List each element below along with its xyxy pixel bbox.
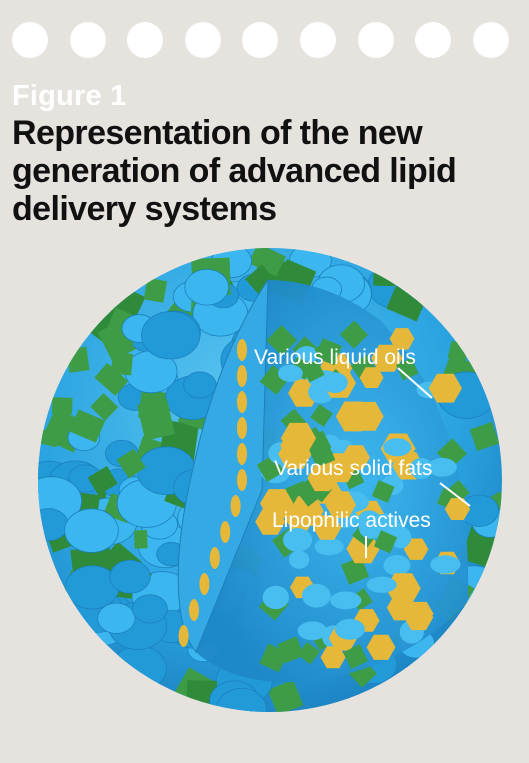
liquid-oil-droplet bbox=[65, 509, 119, 553]
lipophilic-active-particle bbox=[179, 625, 189, 647]
liquid-oil-droplet bbox=[314, 538, 343, 555]
liquid-oil-droplet bbox=[98, 603, 136, 633]
liquid-oil-droplet bbox=[322, 372, 347, 393]
solid-fat-particle bbox=[52, 397, 73, 414]
lipophilic-actives-label: Lipophilic actives bbox=[272, 509, 431, 532]
header-dot bbox=[415, 22, 451, 58]
solid-fat-particle bbox=[66, 347, 89, 373]
figure-label: Figure 1 bbox=[12, 80, 126, 113]
header-dot bbox=[70, 22, 106, 58]
header-dot-row bbox=[12, 22, 512, 60]
liquid-oil-droplet bbox=[141, 312, 199, 359]
lipophilic-active-particle bbox=[237, 365, 247, 387]
lipophilic-active-particle bbox=[237, 339, 247, 361]
lipophilic-active-particle bbox=[199, 573, 209, 595]
lipophilic-active-particle bbox=[237, 391, 247, 413]
lipophilic-active-particle bbox=[220, 521, 230, 543]
header-dot bbox=[300, 22, 336, 58]
solid-fat-particle bbox=[134, 530, 148, 549]
liquid-oil-droplet bbox=[430, 555, 460, 573]
lipid-particle-diagram: Various liquid oils Various solid fats L… bbox=[0, 240, 529, 763]
lipophilic-active-particle bbox=[231, 495, 241, 517]
solid-fat-particle bbox=[373, 270, 395, 286]
liquid-oil-droplet bbox=[330, 591, 361, 609]
solid-fat-particle bbox=[111, 352, 133, 375]
liquid-oil-droplet bbox=[289, 551, 309, 569]
liquid-oil-droplet bbox=[263, 586, 289, 609]
lipophilic-active-particle bbox=[237, 443, 247, 465]
header-dot bbox=[127, 22, 163, 58]
header-dot bbox=[473, 22, 509, 58]
liquid-oil-droplet bbox=[29, 509, 68, 541]
liquid-oil-droplet bbox=[132, 595, 167, 623]
lipophilic-active-particle bbox=[189, 599, 199, 621]
liquid-oil-droplet bbox=[383, 438, 411, 456]
header-dot bbox=[358, 22, 394, 58]
lipophilic-active-particle bbox=[210, 547, 220, 569]
header-dot bbox=[242, 22, 278, 58]
header-dot bbox=[12, 22, 48, 58]
liquid-oil-droplet bbox=[185, 269, 229, 305]
liquid-oil-droplet bbox=[367, 577, 397, 593]
figure-title: Representation of the new generation of … bbox=[12, 114, 517, 228]
liquid-oil-droplet bbox=[217, 688, 267, 728]
lipophilic-active-particle bbox=[237, 469, 247, 491]
header-dot bbox=[185, 22, 221, 58]
liquid-oils-label: Various liquid oils bbox=[254, 346, 416, 369]
liquid-oil-droplet bbox=[383, 555, 410, 576]
lipid-particle-svg: Various liquid oils Various solid fats L… bbox=[0, 240, 529, 763]
liquid-oil-droplet bbox=[302, 584, 331, 608]
liquid-oil-droplet bbox=[110, 560, 151, 593]
liquid-oil-droplet bbox=[335, 619, 365, 640]
solid-fats-label: Various solid fats bbox=[274, 457, 432, 480]
liquid-oil-droplet bbox=[111, 646, 166, 691]
solid-fat-particle bbox=[144, 278, 167, 303]
liquid-oil-droplet bbox=[184, 372, 216, 398]
lipophilic-active-particle bbox=[237, 417, 247, 439]
